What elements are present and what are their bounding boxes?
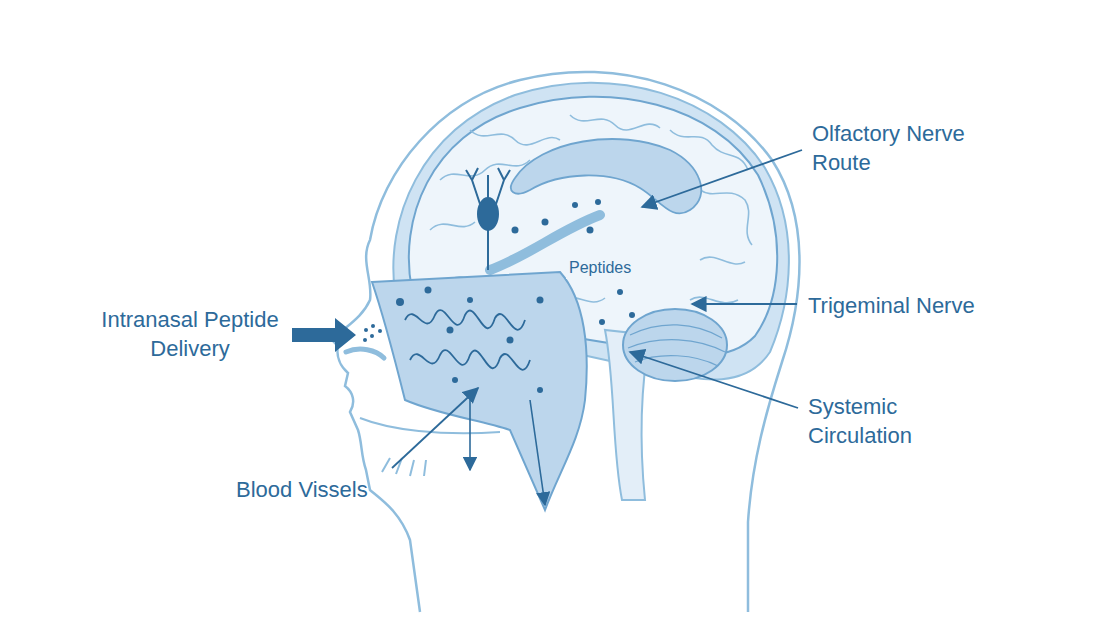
olfactory-neuron <box>466 168 510 270</box>
turbinates <box>405 310 530 370</box>
nostril <box>346 349 384 358</box>
nasal-cavity <box>372 272 587 510</box>
spray-dots <box>363 324 382 342</box>
cerebellum-folia <box>628 325 725 366</box>
leader-line <box>630 352 798 408</box>
flow-arrow <box>469 400 471 470</box>
callout-label: Intranasal Peptide Delivery <box>100 306 280 363</box>
leader-line <box>642 150 802 207</box>
callout-label: Blood Vissels <box>236 476 368 505</box>
peptide-dots <box>396 199 635 393</box>
leader-line <box>692 303 797 305</box>
cerebellum <box>623 309 727 381</box>
callout-label: Trigeminal Nerve <box>808 292 975 321</box>
flow-arrow <box>530 400 545 505</box>
palate <box>360 418 500 433</box>
teeth <box>382 458 426 476</box>
callout-label: Olfactory Nerve Route <box>812 120 987 177</box>
leader-line <box>392 388 478 468</box>
callout-label: Peptides <box>566 258 634 279</box>
head-outline <box>332 72 800 612</box>
corpus-callosum <box>511 139 701 213</box>
brain-gyri <box>430 115 752 303</box>
delivery-arrow <box>292 318 356 352</box>
callout-label: Systemic Circulation <box>808 393 958 450</box>
